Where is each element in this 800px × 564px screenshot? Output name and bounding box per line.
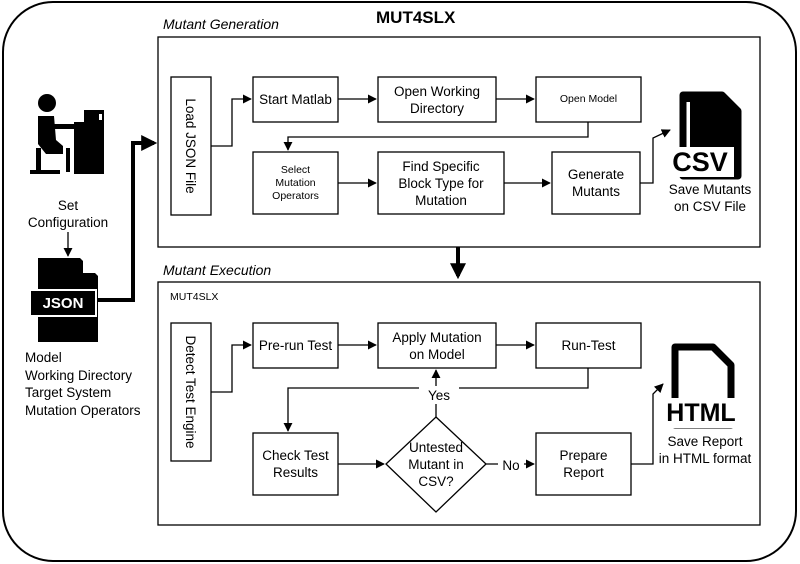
open-dir-box (377, 76, 497, 123)
yes-label: Yes (419, 386, 459, 404)
set-configuration-label: Set Configuration (27, 198, 109, 230)
json-to-generation-arrow (98, 135, 158, 302)
runtest-label: Run-Test (561, 338, 616, 353)
runtest-box (535, 322, 642, 369)
no-label: No (498, 456, 524, 474)
load-json-box (170, 76, 212, 216)
check-label: Check Test Results (262, 448, 329, 480)
apply-box (377, 322, 497, 369)
html-icon-label: HTML (666, 398, 736, 427)
csv-save-label: Save Mutants on CSV File (668, 182, 752, 214)
execution-section-label: Mutant Execution (163, 262, 272, 278)
param-item: Mutation Operators (25, 402, 141, 418)
csv-file-icon (666, 91, 742, 180)
json-file-icon (29, 258, 98, 342)
find-block-box (377, 151, 505, 215)
config-parameters: Model Working Directory Target System Mu… (25, 349, 141, 419)
open-dir-label: Open Working Directory (393, 83, 481, 116)
find-block-label: Find Specific Block Type for Mutation (398, 158, 484, 208)
html-save-label: Save Report in HTML format (658, 434, 752, 466)
start-matlab-label: Start Matlab (259, 92, 332, 107)
html-file-icon (660, 343, 742, 429)
prepare-label: Prepare Report (559, 448, 608, 480)
select-ops-label: Select Mutation Operators (272, 163, 319, 202)
prepare-box (535, 432, 632, 496)
prerun-box (252, 322, 339, 369)
prerun-label: Pre-run Test (258, 338, 333, 353)
csv-icon-label: CSV (672, 146, 728, 177)
execution-container (157, 281, 761, 526)
param-item: Working Directory (25, 367, 133, 383)
generation-section-label: Mutant Generation (163, 16, 279, 32)
open-model-label: Open Model (559, 93, 618, 105)
check-box (252, 432, 339, 496)
generation-connectors (211, 94, 671, 188)
param-item: Target System (25, 385, 112, 400)
apply-label: Apply Mutation on Model (392, 329, 482, 362)
start-matlab-box (252, 76, 339, 123)
user-computer-icon (30, 94, 104, 174)
detect-label: Detect Test Engine (183, 335, 199, 449)
generate-label: Generate Mutants (567, 167, 625, 199)
select-ops-box (252, 151, 339, 215)
decision-label: Untested Mutant in CSV? (408, 439, 464, 489)
open-model-box (535, 76, 642, 123)
param-item: Model (25, 350, 62, 365)
page-title: MUT4SLX (376, 8, 456, 27)
decision-diamond (385, 416, 487, 513)
json-icon-label: JSON (42, 294, 84, 312)
execution-box-label: MUT4SLX (170, 290, 219, 303)
load-json-label: Load JSON File (183, 98, 199, 194)
